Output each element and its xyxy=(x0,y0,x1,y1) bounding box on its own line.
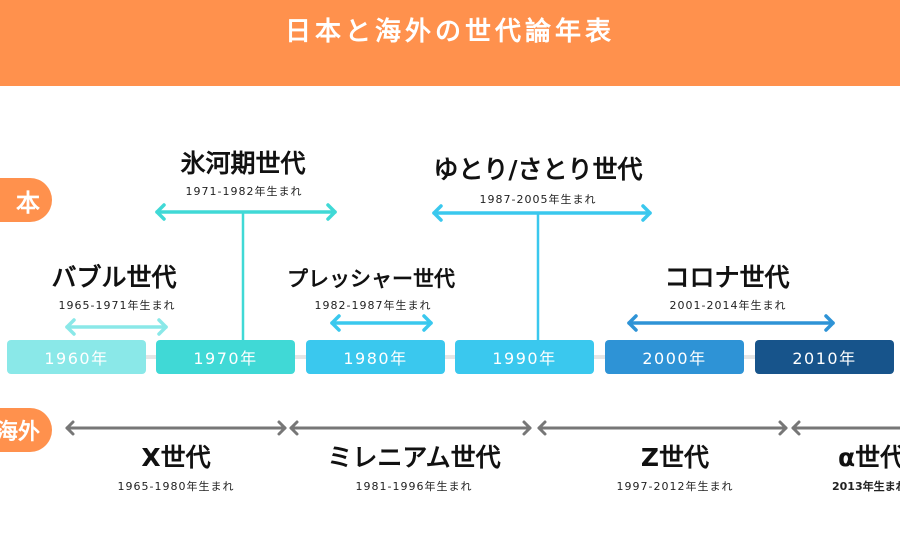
pressure-arrow xyxy=(330,314,433,332)
corona-years: 2001-2014年生まれ xyxy=(669,299,787,312)
bubble-years: 1965-1971年生まれ xyxy=(58,299,176,312)
millennial-years: 1981-1996年生まれ xyxy=(355,480,473,493)
gen-z-years: 1997-2012年生まれ xyxy=(616,480,734,493)
pressure-years: 1982-1987年生まれ xyxy=(314,299,432,312)
overseas-arrows xyxy=(65,420,900,436)
ice-age-arrow xyxy=(155,203,337,342)
corona-arrow xyxy=(627,314,835,332)
pressure-title: プレッシャー世代 xyxy=(287,267,455,291)
year-box-1970: 1970年 xyxy=(156,340,295,374)
yutori-years: 1987-2005年生まれ xyxy=(479,193,597,206)
bubble-arrow xyxy=(65,318,168,336)
year-box-1980: 1980年 xyxy=(306,340,445,374)
year-box-1990: 1990年 xyxy=(455,340,594,374)
ice-age-years: 1971-1982年生まれ xyxy=(185,185,303,198)
gen-x-years: 1965-1980年生まれ xyxy=(117,480,235,493)
gen-alpha-title: α世代 xyxy=(838,443,900,472)
bubble-title: バブル世代 xyxy=(51,263,177,292)
corona-title: コロナ世代 xyxy=(664,263,790,292)
yutori-title: ゆとり/さとり世代 xyxy=(433,155,643,184)
japan-label: 本 xyxy=(0,178,52,222)
year-box-2010: 2010年 xyxy=(755,340,894,374)
gen-x-title: X世代 xyxy=(141,443,211,472)
millennial-title: ミレニアム世代 xyxy=(327,443,501,472)
year-box-1960: 1960年 xyxy=(7,340,146,374)
gen-z-title: Z世代 xyxy=(640,443,710,472)
gen-alpha-years: 2013年生まれ xyxy=(832,480,900,493)
overseas-label: 海外 xyxy=(0,408,52,452)
page-title: 日本と海外の世代論年表 xyxy=(284,16,615,47)
header-bar: 日本と海外の世代論年表 xyxy=(0,0,900,86)
ice-age-title: 氷河期世代 xyxy=(180,149,306,178)
yutori-arrow xyxy=(432,204,652,342)
year-box-2000: 2000年 xyxy=(605,340,744,374)
